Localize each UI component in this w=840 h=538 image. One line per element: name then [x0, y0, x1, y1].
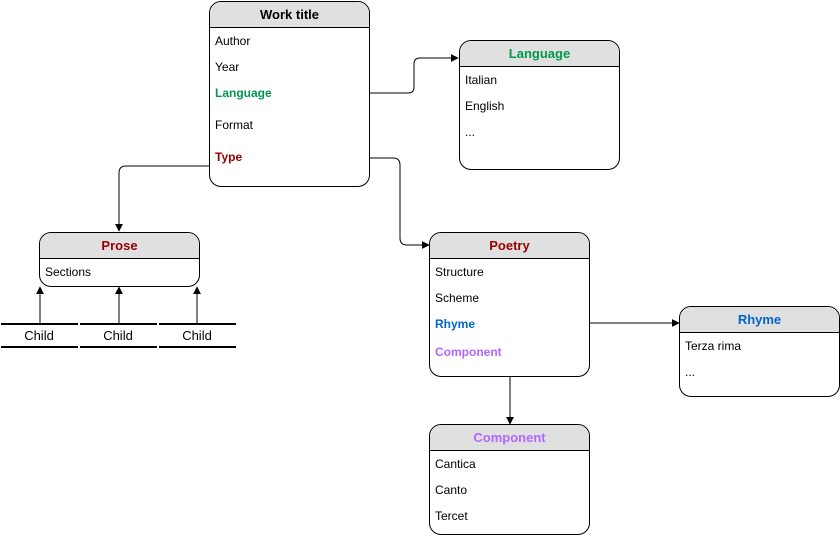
rhyme-field-more: ...	[685, 365, 696, 379]
component-entity[interactable]: Component Cantica Canto Tercet	[429, 424, 590, 535]
component-field-cantica: Cantica	[435, 457, 476, 471]
poetry-header: Poetry	[430, 233, 589, 259]
poetry-entity[interactable]: Poetry Structure Scheme Rhyme Component	[429, 232, 590, 377]
child-label-1: Child	[24, 328, 54, 343]
poetry-field-component: Component	[435, 345, 502, 359]
language-header: Language	[460, 41, 619, 67]
work-title-header: Work title	[210, 2, 369, 28]
work-field-type: Type	[215, 150, 243, 164]
edge-work-language	[370, 54, 459, 94]
child-label-2: Child	[103, 328, 133, 343]
edge-work-poetry	[370, 157, 430, 249]
language-entity[interactable]: Language Italian English ...	[459, 40, 620, 170]
language-field-english: English	[465, 99, 505, 113]
work-title-entity[interactable]: Work title Author Year Language Format T…	[209, 1, 370, 187]
edge-work-prose	[115, 165, 210, 232]
component-header: Component	[430, 425, 589, 451]
work-field-format: Format	[215, 118, 254, 132]
component-field-tercet: Tercet	[435, 509, 468, 523]
poetry-field-rhyme: Rhyme	[435, 317, 476, 331]
child-lines	[1, 323, 236, 348]
poetry-field-structure: Structure	[435, 265, 484, 279]
rhyme-entity[interactable]: Rhyme Terza rima ...	[679, 306, 840, 397]
poetry-field-scheme: Scheme	[435, 291, 480, 305]
work-field-language: Language	[215, 86, 272, 100]
prose-entity[interactable]: Prose Sections	[39, 232, 200, 287]
work-field-year: Year	[215, 60, 240, 74]
language-field-italian: Italian	[465, 73, 498, 87]
prose-header: Prose	[40, 233, 199, 259]
child-label-3: Child	[182, 328, 212, 343]
component-field-canto: Canto	[435, 483, 468, 497]
rhyme-field-terza-rima: Terza rima	[685, 339, 742, 353]
work-field-author: Author	[215, 34, 251, 48]
rhyme-header: Rhyme	[680, 307, 839, 333]
prose-field-sections: Sections	[45, 265, 92, 279]
language-field-more: ...	[465, 125, 476, 139]
